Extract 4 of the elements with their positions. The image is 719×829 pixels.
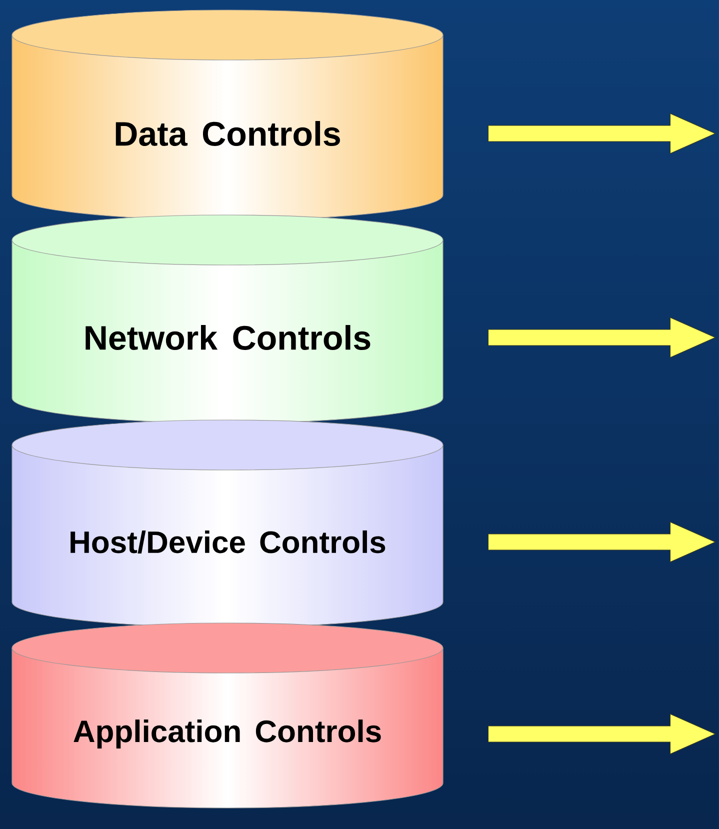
cylinder: Network Controls xyxy=(12,214,444,424)
cylinder: Data Controls xyxy=(12,10,444,220)
cylinder: Application Controls xyxy=(12,622,444,808)
cylinder: Host/Device Controls xyxy=(12,420,444,628)
